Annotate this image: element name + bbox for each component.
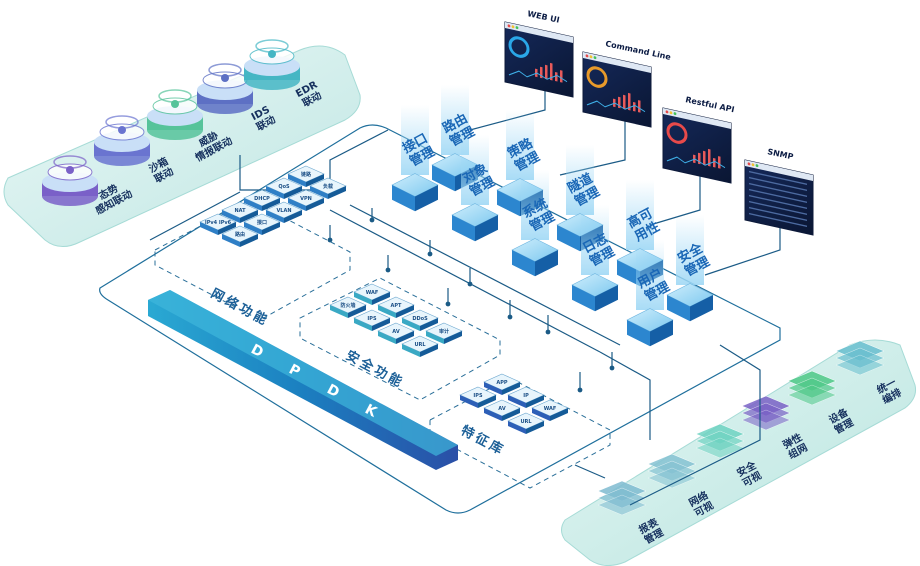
mgmt-cube-object xyxy=(451,203,499,242)
chip-label: IPS xyxy=(473,393,483,399)
chip-label: APP xyxy=(496,380,508,386)
interface-title-snmp: SNMP xyxy=(767,147,795,161)
mgmt-cube-user xyxy=(626,308,674,347)
interface-window-snmp: SNMP xyxy=(744,147,814,236)
security-functions-label: 安全功能 xyxy=(343,347,407,391)
chip-label: AV xyxy=(498,406,506,412)
chip-network_function_chips-1: 路由 xyxy=(221,225,259,247)
chip-label: APT xyxy=(391,303,403,309)
chip-security_function_chips-2: AV xyxy=(377,322,415,344)
interface-title-web_ui: WEB UI xyxy=(527,9,561,25)
feature-library-chips: IPS AV URL APP IP WAF xyxy=(459,373,569,434)
chip-feature_chips-5: WAF xyxy=(531,399,569,421)
chip-label: DHCP xyxy=(254,196,270,202)
chip-label: NAT xyxy=(234,208,246,214)
chip-feature_chips-1: AV xyxy=(483,399,521,421)
chip-security_function_chips-4: WAF xyxy=(353,283,391,305)
chip-security_function_chips-0: 防火墙 xyxy=(329,296,367,318)
chip-label: VLAN xyxy=(276,208,291,214)
connector-dots xyxy=(327,217,615,393)
chip-network_function_chips-0: IPv4 IPv6 xyxy=(199,213,237,235)
chip-label: IPv4 IPv6 xyxy=(205,220,232,226)
chip-label: URL xyxy=(414,342,426,348)
chip-security_function_chips-7: 审计 xyxy=(425,322,463,344)
chip-label: WAF xyxy=(366,290,379,296)
mgmt-beam xyxy=(506,110,534,180)
interface-window-command_line: Command Line xyxy=(582,39,672,128)
management-cubes xyxy=(391,85,714,347)
interface-window-restful_api: Restful API xyxy=(662,95,736,184)
platform-stack-net_visual xyxy=(647,453,697,489)
mgmt-cube-system xyxy=(511,238,559,277)
mgmt-cube-security xyxy=(666,283,714,322)
chip-network_function_chips-6: QoS xyxy=(265,177,303,199)
chip-feature_chips-4: IP xyxy=(507,386,545,408)
interface-window-web_ui: WEB UI xyxy=(504,9,574,98)
chip-label: DDoS xyxy=(412,316,428,322)
mgmt-beam xyxy=(461,135,489,205)
platform-stack-orchestration xyxy=(835,340,885,376)
security-function-chips: 防火墙 IPS AV URL WAF APT DDoS 审计 xyxy=(329,283,463,357)
interface-title-restful_api: Restful API xyxy=(685,95,736,114)
chip-label: IP xyxy=(523,393,529,399)
chip-feature_chips-0: IPS xyxy=(459,386,497,408)
mgmt-beam xyxy=(401,105,429,175)
chip-label: 防火墙 xyxy=(340,302,355,309)
mgmt-beam xyxy=(521,170,549,240)
chip-label: WAF xyxy=(544,406,557,412)
chip-feature_chips-2: URL xyxy=(507,412,545,434)
chip-label: QoS xyxy=(278,184,290,190)
chip-security_function_chips-5: APT xyxy=(377,296,415,318)
linkage-platform xyxy=(3,45,361,247)
linkage-puck-threat_intel xyxy=(147,89,203,140)
chip-network_function_chips-3: 接口 xyxy=(243,213,281,235)
mgmt-beam xyxy=(581,205,609,275)
mgmt-beam xyxy=(676,215,704,285)
platform-stack-elastic xyxy=(741,395,791,431)
mgmt-beam xyxy=(626,180,654,250)
platform-stack-sec_visual xyxy=(695,423,745,459)
mgmt-cube-interface xyxy=(391,173,439,212)
chip-network_function_chips-9: 负载 xyxy=(309,177,347,199)
chip-label: IPS xyxy=(367,316,377,322)
chip-security_function_chips-6: DDoS xyxy=(401,309,439,331)
platform-stacks xyxy=(597,340,885,516)
linkage-pucks xyxy=(42,39,300,206)
linkage-puck-sandbox xyxy=(94,115,150,166)
linkage-puck-edr xyxy=(244,39,300,90)
chip-label: AV xyxy=(392,329,400,335)
chip-label: URL xyxy=(520,419,532,425)
chip-label: 负载 xyxy=(323,183,333,190)
chip-label: 链路 xyxy=(300,171,312,178)
chip-label: 审计 xyxy=(439,328,449,335)
chip-network_function_chips-5: VLAN xyxy=(265,201,303,223)
chip-label: 接口 xyxy=(256,219,267,226)
chip-security_function_chips-1: IPS xyxy=(353,309,391,331)
chip-label: 路由 xyxy=(235,231,245,238)
chip-label: VPN xyxy=(300,196,312,202)
mgmt-beam xyxy=(636,240,664,310)
dpdk-bar xyxy=(148,290,458,470)
chip-network_function_chips-7: VPN xyxy=(287,189,325,211)
linkage-puck-ids xyxy=(197,63,253,114)
chip-network_function_chips-2: NAT xyxy=(221,201,259,223)
chip-network_function_chips-8: 链路 xyxy=(287,165,325,187)
linkage-puck-situation xyxy=(42,155,98,206)
chip-feature_chips-3: APP xyxy=(483,373,521,395)
mgmt-cube-log xyxy=(571,273,619,312)
mgmt-beam xyxy=(566,145,594,215)
chip-network_function_chips-4: DHCP xyxy=(243,189,281,211)
chip-security_function_chips-3: URL xyxy=(401,335,439,357)
platform-stack-device xyxy=(787,370,837,406)
